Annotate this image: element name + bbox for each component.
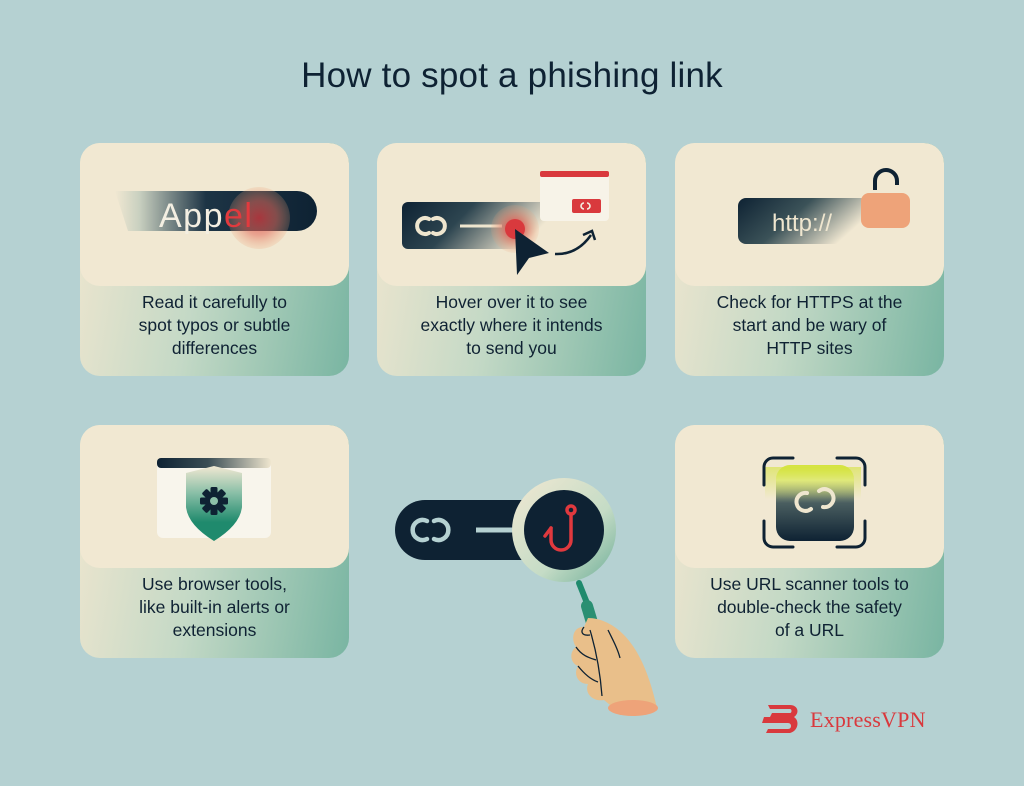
link-icon xyxy=(410,517,451,543)
card-illustration-area: http:// xyxy=(675,143,944,286)
tip-caption: Check for HTTPS at the start and be wary… xyxy=(716,292,903,358)
gear-icon xyxy=(200,487,228,515)
svg-text:Appel: Appel xyxy=(159,197,253,235)
tip-caption: Use browser tools, like built-in alerts … xyxy=(139,574,290,640)
tip-card-read-carefully: Appel Read it carefully to spot typos or… xyxy=(80,143,349,376)
url-text-correct: App xyxy=(159,197,224,235)
card-illustration-area xyxy=(675,425,944,568)
brand-logo: ExpressVPN xyxy=(760,703,926,737)
card-illustration-area xyxy=(377,143,646,286)
hover-link-cursor-icon xyxy=(402,171,609,275)
brand-name: ExpressVPN xyxy=(810,707,926,732)
link-icon xyxy=(794,487,836,513)
url-text-typo: el xyxy=(224,197,253,235)
tip-caption: Read it carefully to spot typos or subtl… xyxy=(138,292,291,358)
arrow-icon xyxy=(554,234,593,256)
popup-window-icon xyxy=(540,171,609,221)
phishing-magnifier-illustration xyxy=(395,478,658,716)
link-icon xyxy=(415,216,447,236)
fishhook-icon xyxy=(543,504,577,552)
http-unlocked-icon: http:// xyxy=(738,168,910,244)
unlocked-padlock-icon xyxy=(861,168,910,228)
card-illustration-area: Appel xyxy=(80,143,349,286)
tip-caption: Hover over it to see exactly where it in… xyxy=(420,292,603,358)
tip-card-browser-tools: Use browser tools, like built-in alerts … xyxy=(80,425,349,658)
tip-card-url-scanner: Use URL scanner tools to double-check th… xyxy=(675,425,944,658)
card-illustration-area xyxy=(80,425,349,568)
tip-caption: Use URL scanner tools to double-check th… xyxy=(710,574,909,640)
cursor-icon xyxy=(515,229,549,275)
http-text: http:// xyxy=(772,210,832,237)
url-scanner-icon xyxy=(762,456,867,549)
browser-shield-gear-icon xyxy=(157,458,271,541)
sleeve-cuff xyxy=(608,700,658,716)
page-title: How to spot a phishing link xyxy=(301,56,723,95)
misspelled-url-bar-icon: Appel xyxy=(115,187,317,249)
expressvpn-logo-icon xyxy=(762,705,798,733)
tip-card-check-https: http:// Check for HTTPS at the start and… xyxy=(675,143,944,376)
hand-icon xyxy=(571,618,658,716)
magnifier-icon xyxy=(512,478,616,642)
tip-card-hover-over: Hover over it to see exactly where it in… xyxy=(377,143,646,376)
scanner-frame-icon xyxy=(762,456,867,549)
